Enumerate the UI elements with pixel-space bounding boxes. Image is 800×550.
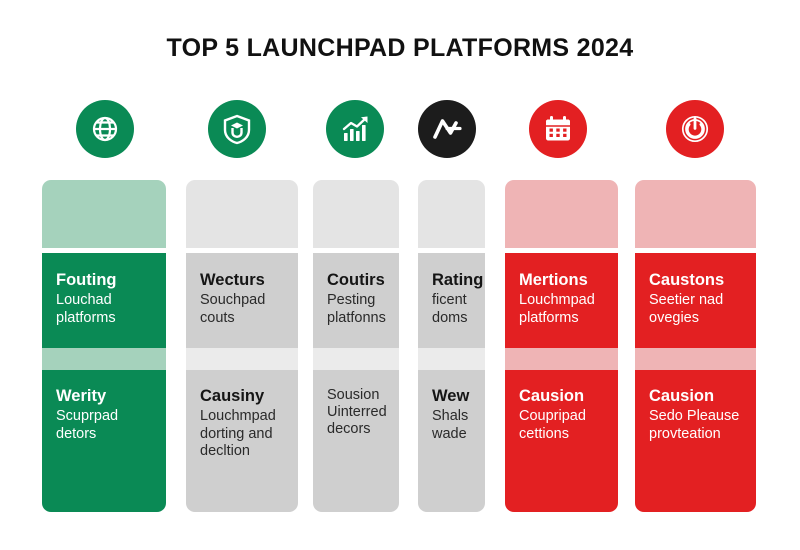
header-band (313, 180, 399, 248)
middle-heading: Mertions (519, 271, 588, 289)
header-band (505, 180, 618, 248)
bottom-heading: Causion (519, 387, 585, 405)
page-title: TOP 5 LAUNCHPAD PLATFORMS 2024 (166, 34, 634, 62)
header-band (635, 180, 756, 248)
bottom-heading: Causiny (200, 387, 265, 405)
monogram-n-icon (418, 100, 476, 158)
power-button-icon (666, 100, 724, 158)
bottom-heading: Werity (56, 387, 107, 405)
middle-heading: Wecturs (200, 271, 265, 289)
icon-row (0, 100, 800, 158)
middle-heading: Fouting (56, 271, 117, 289)
middle-heading: Coutirs (327, 271, 385, 289)
section-divider (186, 348, 298, 370)
middle-heading: Rating (432, 271, 484, 289)
section-divider (313, 348, 399, 370)
section-divider (418, 348, 485, 370)
header-band (418, 180, 485, 248)
bottom-heading: Causion (649, 387, 715, 405)
section-divider (42, 348, 166, 370)
graduation-shield-icon (208, 100, 266, 158)
header-band (186, 180, 298, 248)
header-band (42, 180, 166, 248)
section-divider (505, 348, 618, 370)
middle-heading: Caustons (649, 271, 725, 289)
section-divider (635, 348, 756, 370)
growth-chart-icon (326, 100, 384, 158)
globe-icon (76, 100, 134, 158)
bottom-heading: Wew (432, 387, 470, 405)
calendar-icon (529, 100, 587, 158)
